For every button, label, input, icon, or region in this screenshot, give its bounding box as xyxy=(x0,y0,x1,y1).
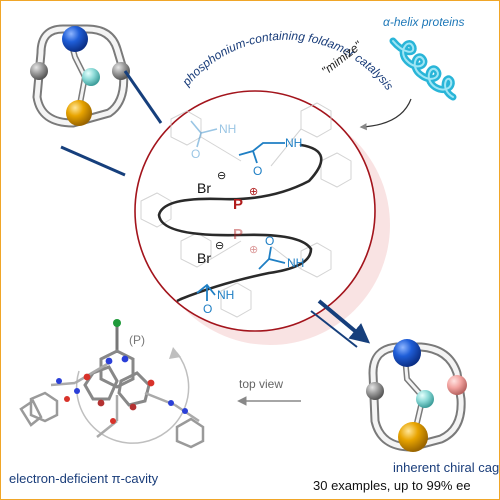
catalysis-circle: NH O NH O Br ⊖ P ⊕ P ⊕ Br ⊖ NH O NH O xyxy=(134,90,390,345)
bromide-top: Br xyxy=(197,180,211,196)
amide-nh: NH xyxy=(217,288,234,302)
amide-nh: NH xyxy=(287,256,304,270)
phosphorus-top: P xyxy=(233,196,243,213)
minus-charge: ⊖ xyxy=(215,240,224,252)
amide-nh-top: NH xyxy=(219,122,236,136)
crystal-structure xyxy=(19,319,205,449)
cage-cyan-sphere xyxy=(416,390,434,408)
bromide-bottom: Br xyxy=(197,250,211,266)
amide-o: O xyxy=(203,302,212,316)
cavity-label: electron-deficient π-cavity xyxy=(9,471,159,486)
amide-nh: NH xyxy=(285,136,302,150)
arc-label: phosphonium-containing foldamer catalysi… xyxy=(179,29,397,93)
product-arrow xyxy=(317,299,371,344)
cage-yellow-sphere xyxy=(398,422,428,452)
helix-proteins-label: α-helix proteins xyxy=(383,15,465,29)
cage-blue-sphere xyxy=(393,339,421,367)
helicity-label: (P) xyxy=(129,333,145,347)
alpha-helix-icon xyxy=(389,37,457,101)
cage-top-left xyxy=(30,24,130,128)
mimize-arrow xyxy=(359,98,412,131)
chiral-cages-subtitle: 30 examples, up to 99% ee xyxy=(313,478,471,493)
cage-gray-sphere xyxy=(30,62,48,80)
amide-o: O xyxy=(253,164,262,178)
amide-o: O xyxy=(265,234,274,248)
cage-blue-sphere xyxy=(62,26,88,52)
cage-yellow-sphere xyxy=(66,100,92,126)
top-view-label: top view xyxy=(239,377,284,391)
cage-cyan-sphere xyxy=(82,68,100,86)
plus-charge: ⊕ xyxy=(249,186,258,198)
cage-gray-sphere xyxy=(112,62,130,80)
cage-pink-sphere xyxy=(447,375,467,395)
minus-charge: ⊖ xyxy=(217,170,226,182)
cage-gray-sphere xyxy=(366,382,384,400)
cage-bottom-right xyxy=(366,339,467,452)
phosphorus-bottom: P xyxy=(233,226,243,243)
amide-o-top: O xyxy=(191,147,200,161)
chiral-cages-title: inherent chiral cages xyxy=(393,460,500,475)
plus-charge: ⊕ xyxy=(249,244,258,256)
